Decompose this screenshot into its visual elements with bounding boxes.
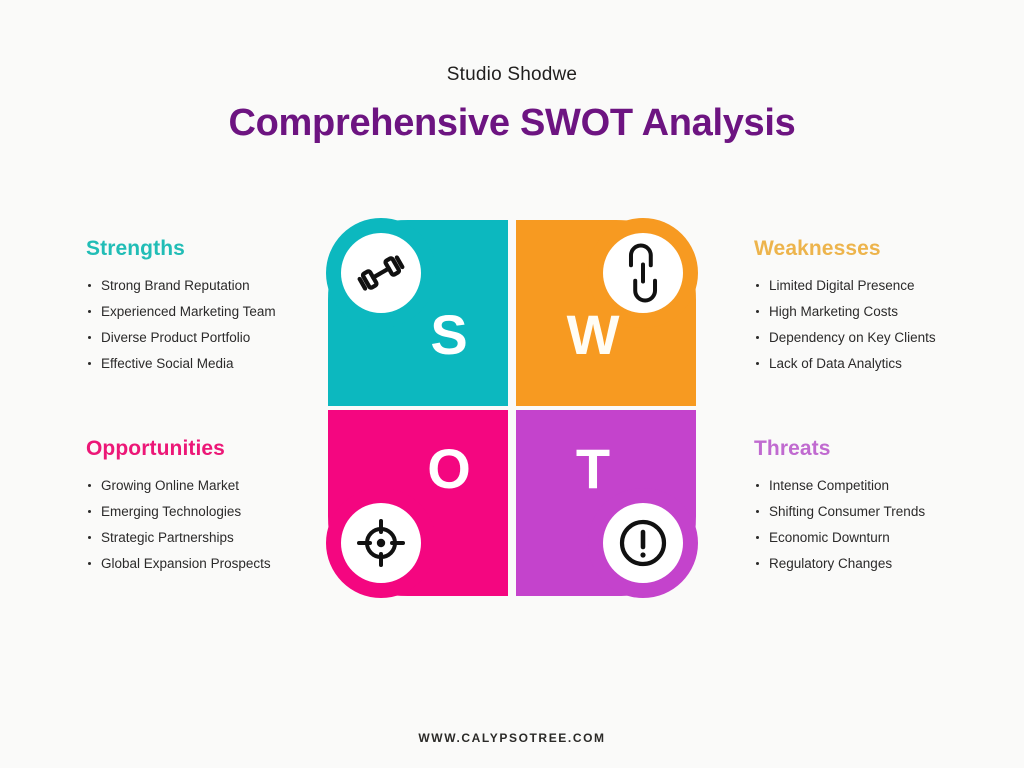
list-item: Strategic Partnerships <box>86 530 354 546</box>
list-item: Economic Downturn <box>754 530 1022 546</box>
opportunities-list: Growing Online Market Emerging Technolog… <box>86 478 354 572</box>
target-crosshair-icon <box>357 519 405 567</box>
list-item: Limited Digital Presence <box>754 278 1022 294</box>
list-item: Shifting Consumer Trends <box>754 504 1022 520</box>
dumbbell-icon <box>357 255 405 291</box>
list-item: Dependency on Key Clients <box>754 330 1022 346</box>
weaknesses-heading: Weaknesses <box>754 237 881 260</box>
link-chain-icon <box>628 243 658 303</box>
brand-name: Studio Shodwe <box>446 64 578 85</box>
header: Studio Shodwe Comprehensive SWOT Analysi… <box>0 62 1024 146</box>
petal-weaknesses[interactable]: W <box>516 218 698 406</box>
page-title: Comprehensive SWOT Analysis <box>228 102 796 144</box>
petal-strengths[interactable]: S <box>326 218 508 406</box>
threats-heading: Threats <box>754 437 831 460</box>
list-item: Global Expansion Prospects <box>86 556 354 572</box>
weaknesses-list: Limited Digital Presence High Marketing … <box>754 278 1022 372</box>
quadrant-text-opportunities: Opportunities Growing Online Market Emer… <box>86 436 354 582</box>
petal-threats[interactable]: T <box>516 410 698 598</box>
list-item: Experienced Marketing Team <box>86 304 354 320</box>
list-item: Diverse Product Portfolio <box>86 330 354 346</box>
list-item: Emerging Technologies <box>86 504 354 520</box>
list-item: Strong Brand Reputation <box>86 278 354 294</box>
petal-opportunities[interactable]: O <box>326 410 508 598</box>
swot-diagram: S W O <box>312 210 712 606</box>
petal-letter-t: T <box>576 437 610 500</box>
quadrant-text-weaknesses: Weaknesses Limited Digital Presence High… <box>754 236 1022 382</box>
quadrant-text-strengths: Strengths Strong Brand Reputation Experi… <box>86 236 354 382</box>
list-item: High Marketing Costs <box>754 304 1022 320</box>
opportunities-heading: Opportunities <box>86 437 225 460</box>
strengths-heading: Strengths <box>86 237 185 260</box>
footer-website: WWW.CALYPSOTREE.COM <box>418 731 606 745</box>
list-item: Effective Social Media <box>86 356 354 372</box>
list-item: Intense Competition <box>754 478 1022 494</box>
list-item: Growing Online Market <box>86 478 354 494</box>
list-item: Regulatory Changes <box>754 556 1022 572</box>
petal-letter-s: S <box>430 303 467 366</box>
petal-letter-o: O <box>427 437 471 500</box>
threats-list: Intense Competition Shifting Consumer Tr… <box>754 478 1022 572</box>
quadrant-text-threats: Threats Intense Competition Shifting Con… <box>754 436 1022 582</box>
strengths-list: Strong Brand Reputation Experienced Mark… <box>86 278 354 372</box>
petal-letter-w: W <box>567 303 620 366</box>
list-item: Lack of Data Analytics <box>754 356 1022 372</box>
exclamation-circle-icon <box>619 519 667 567</box>
